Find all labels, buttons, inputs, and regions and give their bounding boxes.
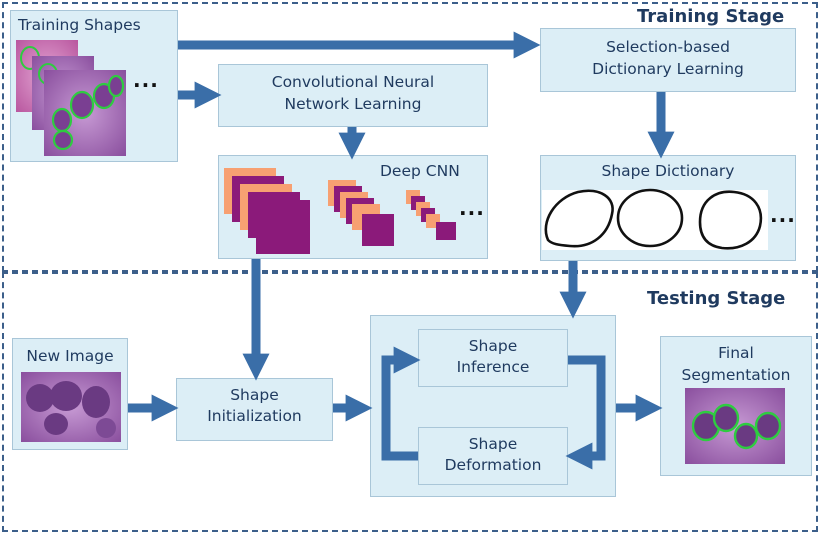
- final-segmentation-label-line1: Final: [718, 344, 754, 362]
- shape-deformation-box: [418, 427, 568, 485]
- dictionary-learning-box: [540, 28, 796, 92]
- shape-dictionary-contours: [542, 188, 768, 250]
- shape-initialization-box: [176, 378, 333, 441]
- shape-dictionary-ellipsis: ...: [770, 203, 796, 227]
- arrow-inference-to-deformation: [565, 355, 606, 470]
- training-shapes-ellipsis: ...: [133, 68, 159, 92]
- final-segmentation-label-line2: Segmentation: [681, 366, 791, 384]
- cnn-layers-medium: [328, 180, 394, 246]
- cnn-learning-box: [218, 64, 488, 127]
- shape-dictionary-label: Shape Dictionary: [601, 162, 735, 180]
- cnn-layers-small: [406, 190, 456, 240]
- arrows: [128, 31, 675, 470]
- shape-inference-label-line2: Inference: [456, 358, 530, 376]
- shape-initialization-label-line1: Shape: [230, 386, 279, 404]
- deep-cnn-label: Deep CNN: [380, 162, 460, 180]
- shape-deformation-label-line1: Shape: [468, 435, 518, 453]
- training-shapes-label: Training Shapes: [18, 16, 141, 34]
- testing-stage-region: [2, 272, 818, 532]
- dictionary-learning-label-line2: Dictionary Learning: [592, 60, 744, 78]
- final-segmentation-thumbnail: [685, 388, 785, 464]
- cnn-learning-label-line2: Network Learning: [284, 95, 422, 113]
- deep-cnn-ellipsis: ...: [459, 196, 485, 220]
- dictionary-learning-label-line1: Selection-based: [606, 38, 730, 56]
- shape-initialization-label-line2: Initialization: [207, 407, 302, 425]
- training-stage-region: [2, 2, 818, 272]
- cnn-learning-label-line1: Convolutional Neural: [271, 73, 435, 91]
- arrow-deformation-to-inference: [381, 346, 421, 461]
- new-image-label: New Image: [26, 347, 114, 365]
- shape-inference-label-line1: Shape: [468, 337, 518, 355]
- training-shapes-images: [16, 40, 126, 156]
- testing-stage-title: Testing Stage: [647, 288, 786, 309]
- shape-deformation-label-line2: Deformation: [444, 456, 542, 474]
- training-stage-title: Training Stage: [637, 6, 785, 27]
- new-image-thumbnail: [21, 372, 121, 442]
- cnn-layers-large: [224, 168, 310, 254]
